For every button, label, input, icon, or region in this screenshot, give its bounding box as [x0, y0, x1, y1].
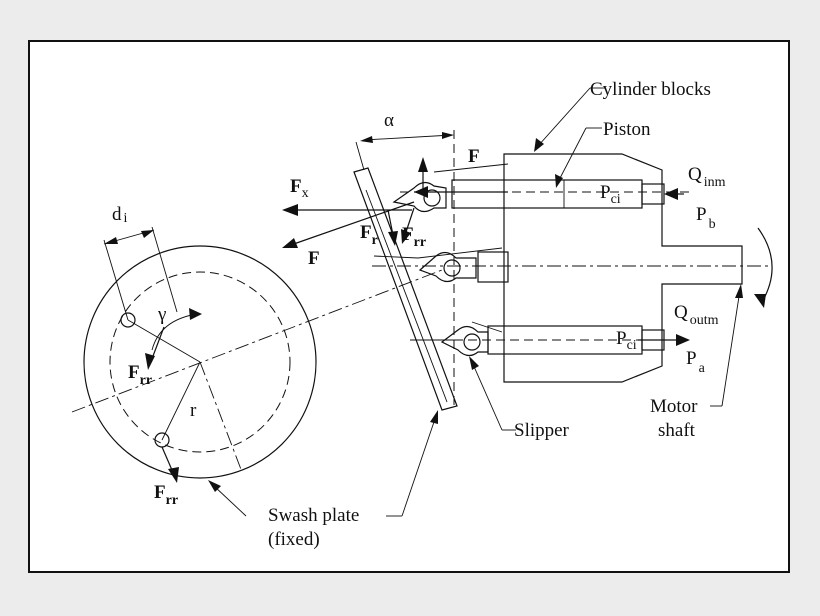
- cylinder-block-body: [503, 153, 743, 383]
- symbol-gamma: γ: [157, 304, 166, 325]
- pointer-mid-left: [373, 255, 419, 259]
- diagram-frame: Cylinder blocks Piston Slipper Swash pla…: [28, 40, 790, 573]
- pitch-circle: [109, 271, 291, 453]
- alpha-arrow-right: [442, 132, 454, 139]
- symbol-r: r: [190, 400, 197, 421]
- pointer-top-diag: [433, 163, 509, 173]
- cylinder-block: [372, 153, 773, 383]
- symbol-frr: Frr: [402, 224, 426, 250]
- slipper-leader-arrow: [469, 356, 479, 370]
- symbol-frr-bottom: Frr: [154, 482, 178, 508]
- frr-arrowhead: [401, 229, 411, 244]
- f-left-arrow-shaft: [287, 201, 415, 247]
- ball-mid: [443, 259, 461, 277]
- slipper-mid: [418, 251, 477, 283]
- slipper-leader: [471, 361, 503, 431]
- shaft-leader: [721, 289, 741, 407]
- symbol-f-top: F: [468, 146, 480, 167]
- frr-left-arrowhead: [145, 353, 155, 370]
- swash-leader-arrow: [208, 480, 221, 492]
- di-ext-left: [103, 239, 129, 321]
- label-shaft: shaft: [658, 420, 696, 441]
- piston-leader: [557, 127, 587, 183]
- label-slipper: Slipper: [514, 420, 570, 441]
- cylinder-leader: [537, 87, 591, 147]
- rotation-arrowhead: [754, 294, 766, 308]
- rotation-arc: [757, 227, 773, 303]
- outer-circle: [83, 245, 317, 479]
- di-ext-right: [151, 226, 178, 313]
- text-labels: Cylinder blocks Piston Slipper Swash pla…: [112, 79, 726, 550]
- alpha-arrow-left: [360, 136, 373, 143]
- label-piston: Piston: [603, 119, 651, 140]
- alpha-dim-line: [363, 134, 453, 141]
- label-motor: Motor: [650, 396, 698, 417]
- frr-bottom-arrowhead: [168, 467, 179, 483]
- swash-plate-end-view: [71, 226, 443, 517]
- slipper-bot: [440, 325, 489, 357]
- symbol-frr-left: Frr: [128, 362, 152, 388]
- label-cylinder-blocks: Cylinder blocks: [590, 79, 711, 100]
- label-swash-plate: Swash plate: [268, 505, 359, 526]
- pointer-to-slipper-mid: [417, 247, 503, 259]
- di-arrow-left: [104, 237, 118, 244]
- center-line-main: [71, 269, 443, 413]
- piston-hole-top: [120, 312, 136, 328]
- symbol-alpha: α: [384, 110, 394, 131]
- fr-arrowhead: [388, 231, 398, 246]
- label-leaders: [386, 87, 743, 517]
- qinm-arrowhead: [664, 188, 678, 200]
- fx-arrowhead: [282, 204, 298, 216]
- alpha-ref-line: [355, 141, 365, 171]
- cylinder-leader-arrow: [534, 138, 544, 152]
- di-arrow-right: [141, 230, 154, 238]
- symbol-fx: Fx: [290, 176, 309, 201]
- swash-plate-leader-arrow: [430, 410, 438, 424]
- port-top: [641, 183, 665, 205]
- force-arrows: [282, 157, 509, 341]
- ball-top: [423, 189, 441, 207]
- bore-mid: [477, 251, 509, 283]
- qoutm-arrowhead: [676, 334, 690, 346]
- f-top-arrowhead: [414, 186, 428, 198]
- ball-bot: [463, 333, 481, 351]
- swash-leader: [401, 415, 437, 517]
- symbol-pci-top: Pci: [600, 182, 621, 207]
- radius-line-top: [127, 319, 201, 363]
- symbol-fr: Fr: [360, 222, 378, 248]
- f-left-arrowhead: [282, 238, 298, 248]
- symbol-pci-bottom: Pci: [616, 328, 637, 353]
- center-line-vertical: [199, 361, 243, 473]
- vertical-arrowhead: [418, 157, 428, 172]
- swash-plate-inner: [365, 189, 448, 403]
- swash-leader-a: [213, 485, 247, 517]
- label-swash-plate-fixed: (fixed): [268, 529, 320, 550]
- hydraulic-motor-diagram: Cylinder blocks Piston Slipper Swash pla…: [71, 79, 773, 550]
- radius-line-bottom: [161, 361, 201, 441]
- gamma-arrow: [189, 308, 202, 320]
- swash-plate-body: [353, 167, 458, 411]
- shaft-leader-arrow: [735, 284, 743, 298]
- pointer-to-slipper-bot: [471, 321, 503, 333]
- symbol-f-left: F: [308, 248, 320, 269]
- swash-plate-side: [353, 130, 458, 411]
- slipper-top: [392, 181, 447, 213]
- piston-leader-arrow: [555, 174, 563, 188]
